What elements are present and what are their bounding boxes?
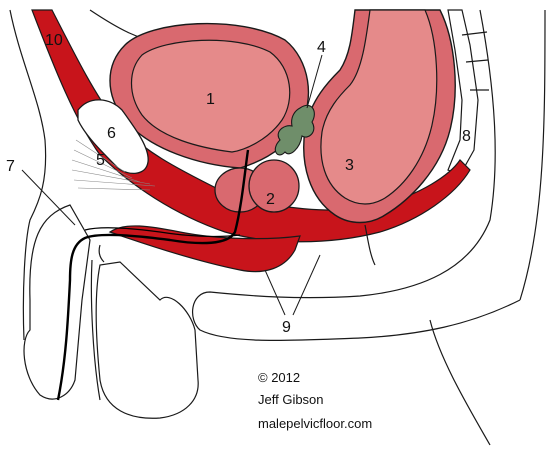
label-2: 2	[266, 191, 275, 208]
credit-copyright: © 2012	[258, 370, 300, 385]
label-5: 5	[96, 152, 105, 169]
label-7: 7	[6, 158, 15, 175]
credit-author: Jeff Gibson	[258, 392, 324, 407]
label-1: 1	[206, 91, 215, 108]
credit-site: malepelvicfloor.com	[258, 416, 372, 431]
label-9: 9	[282, 319, 291, 336]
label-8: 8	[462, 128, 471, 145]
label-6: 6	[107, 125, 116, 142]
label-4: 4	[317, 39, 326, 56]
label-10: 10	[45, 32, 63, 49]
prostate	[215, 160, 299, 212]
label-3: 3	[345, 157, 354, 174]
